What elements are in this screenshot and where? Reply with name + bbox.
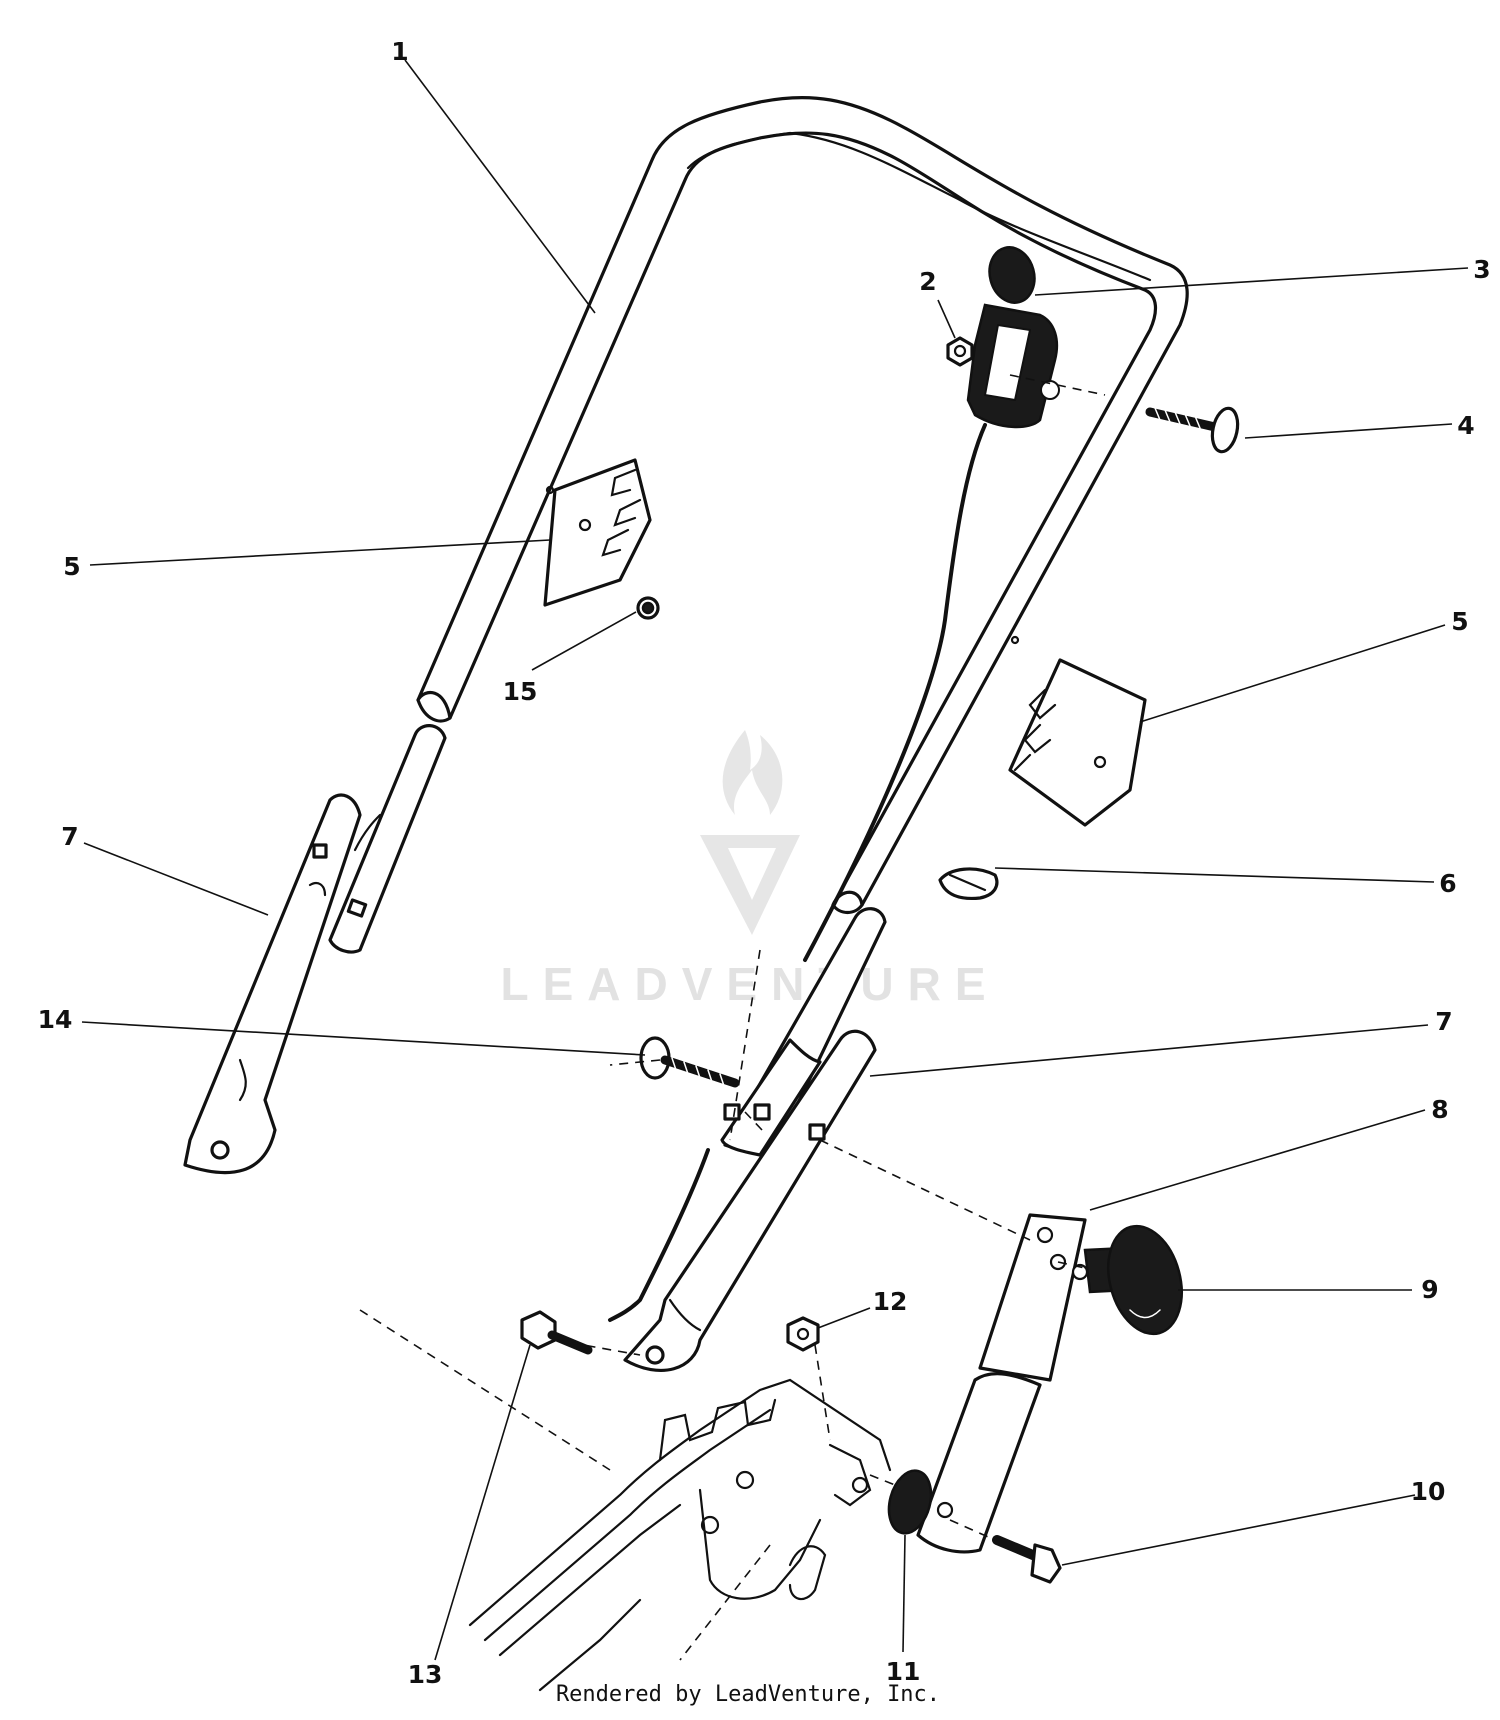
callout-5-left: 5: [63, 552, 80, 581]
part-12-nut: [786, 1316, 820, 1352]
callout-3: 3: [1473, 255, 1490, 284]
mower-deck-housing: [468, 1378, 892, 1692]
callout-7-left: 7: [61, 822, 78, 851]
part-7-left-lower-handle: [183, 793, 362, 1175]
callout-9: 9: [1421, 1275, 1438, 1304]
callout-labels: 1 2 3 4 5 5 6 7 7 8 9 10 11 12 13 14 15: [38, 37, 1491, 1689]
part-15-screw: [636, 596, 660, 620]
callout-14: 14: [38, 1005, 73, 1034]
part-3-throttle-control: [608, 246, 1060, 1322]
part-5-right-cable-guide: [1008, 635, 1147, 827]
part-5-left-cable-guide: [543, 458, 652, 607]
flame-logo-icon: [700, 730, 800, 935]
left-handle-lower-segment: [328, 724, 447, 954]
callout-13: 13: [408, 1660, 443, 1689]
part-4-carriage-bolt: [1145, 406, 1240, 454]
part-11-washer: [887, 1469, 933, 1535]
callout-2: 2: [919, 267, 936, 296]
watermark-text: LEADVENTURE: [500, 958, 999, 1010]
callout-15: 15: [503, 677, 538, 706]
leader-lines: [81, 59, 1469, 1661]
part-8-handle-bracket: [916, 1213, 1087, 1554]
part-2-nut: [946, 336, 974, 367]
callout-5-right: 5: [1451, 607, 1468, 636]
callout-6: 6: [1439, 869, 1456, 898]
callout-10: 10: [1411, 1477, 1446, 1506]
callout-1: 1: [391, 37, 408, 66]
part-1-upper-handle: [416, 95, 1189, 915]
callout-4: 4: [1457, 411, 1474, 440]
callout-8: 8: [1431, 1095, 1448, 1124]
callout-11: 11: [886, 1657, 921, 1686]
leadventure-watermark: LEADVENTURE: [500, 730, 999, 1010]
render-credit-footer: Rendered by LeadVenture, Inc.: [0, 1682, 1500, 1707]
part-14-bolt: [639, 1036, 740, 1088]
callout-7-right: 7: [1435, 1007, 1452, 1036]
part-7-right-lower-handle: [623, 1029, 877, 1372]
part-6-cable-clip: [938, 867, 999, 901]
render-credit-text: Rendered by LeadVenture, Inc.: [555, 1682, 941, 1707]
callout-12: 12: [873, 1287, 908, 1316]
part-10-bolt: [992, 1535, 1062, 1584]
part-9-knob: [1071, 1224, 1183, 1336]
